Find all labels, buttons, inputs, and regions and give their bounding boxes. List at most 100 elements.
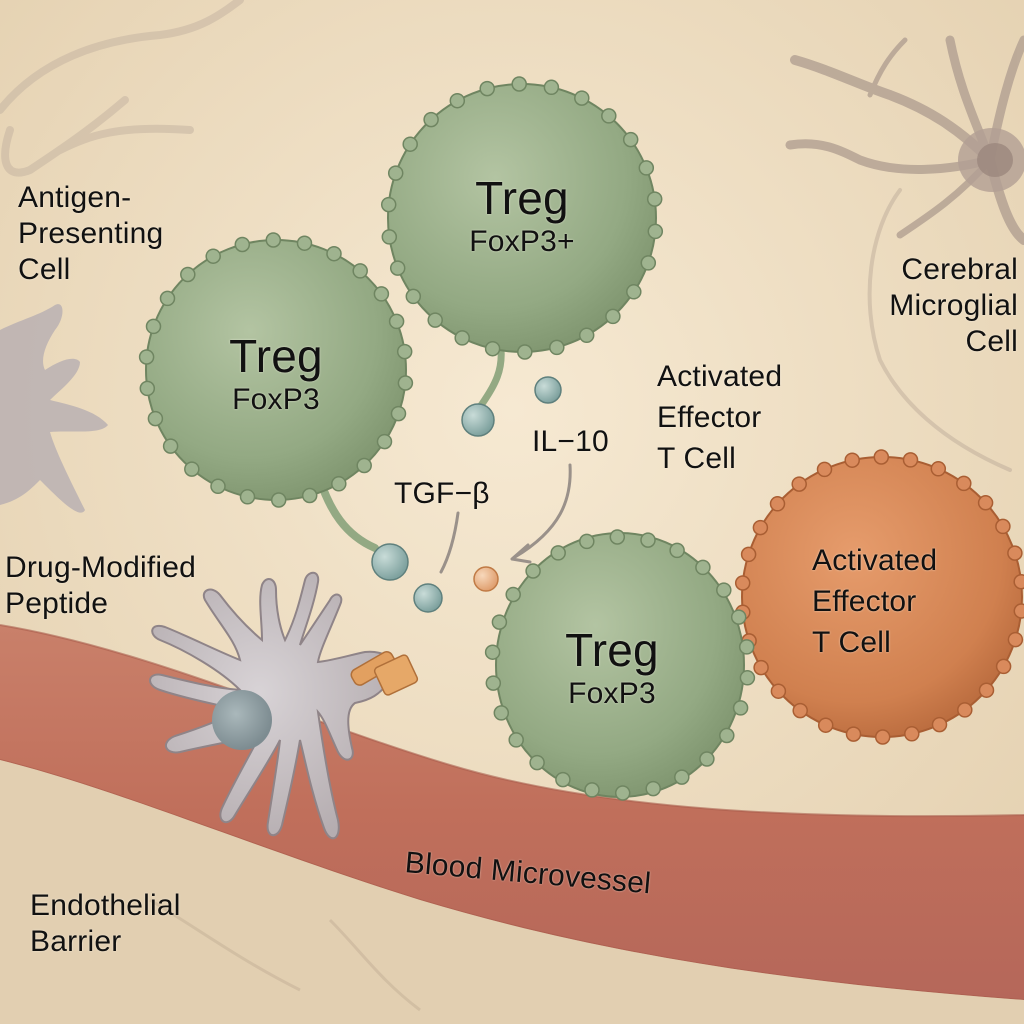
label-line: Microglial bbox=[889, 289, 1018, 322]
membrane-bump bbox=[389, 260, 406, 276]
background-dendrites bbox=[0, 0, 244, 177]
membrane-bump bbox=[549, 339, 565, 356]
endothelial-barrier bbox=[0, 760, 1024, 1024]
label-cerebral-microglial-cell: Cerebral Microglial Cell bbox=[889, 252, 1018, 360]
membrane-bump bbox=[874, 729, 891, 745]
label-treg-top: Treg FoxP3+ bbox=[422, 172, 622, 260]
membrane-bump bbox=[622, 131, 639, 148]
membrane-bump bbox=[605, 308, 621, 325]
cytokine-sphere bbox=[534, 376, 562, 404]
membrane-bump bbox=[493, 705, 510, 721]
label-effector-cell-body: Activated Effector T Cell bbox=[812, 540, 937, 663]
membrane-bump bbox=[390, 405, 407, 422]
label-line: Activated bbox=[812, 544, 938, 577]
treg-cell-top bbox=[380, 76, 664, 360]
treg-title: Treg bbox=[475, 172, 569, 224]
membrane-bump bbox=[210, 478, 226, 495]
membrane-bump bbox=[1007, 631, 1024, 648]
membrane-bump bbox=[609, 529, 626, 545]
membrane-bump bbox=[752, 519, 769, 536]
membrane-bump bbox=[396, 343, 413, 360]
membrane-bump bbox=[423, 111, 439, 128]
label-treg-left: Treg FoxP3 bbox=[176, 330, 376, 418]
treg-title: Treg bbox=[229, 330, 323, 382]
label-il10: IL−10 bbox=[532, 424, 609, 460]
membrane-bump bbox=[484, 644, 501, 660]
label-line: TGF−β bbox=[394, 477, 490, 510]
membrane-bump bbox=[550, 545, 566, 561]
label-endothelial-barrier: Endothelial Barrier bbox=[30, 888, 181, 960]
membrane-bump bbox=[740, 546, 757, 563]
membrane-bump bbox=[817, 717, 834, 733]
label-line: Cerebral bbox=[901, 253, 1018, 286]
membrane-bump bbox=[380, 196, 397, 213]
membrane-bump bbox=[234, 236, 251, 253]
drug-modified-peptide bbox=[350, 651, 419, 696]
membrane-bump bbox=[956, 475, 972, 492]
cytokine-sphere bbox=[461, 403, 495, 437]
label-antigen-presenting-cell: Antigen- Presenting Cell bbox=[18, 180, 163, 288]
label-line: Peptide bbox=[5, 587, 109, 620]
membrane-bump bbox=[525, 563, 541, 579]
treg-marker: FoxP3+ bbox=[469, 225, 575, 258]
membrane-bump bbox=[491, 614, 508, 630]
label-line: Antigen- bbox=[18, 181, 132, 214]
membrane-bump bbox=[402, 136, 418, 152]
membrane-bump bbox=[769, 496, 786, 512]
membrane-bump bbox=[640, 255, 657, 271]
label-line: Presenting bbox=[18, 217, 164, 250]
membrane-bump bbox=[508, 732, 524, 748]
membrane-bump bbox=[614, 785, 631, 801]
membrane-bump bbox=[388, 313, 405, 330]
label-activated-effector-t-cell: Activated Effector T Cell bbox=[657, 356, 782, 479]
membrane-bump bbox=[792, 702, 808, 719]
membrane-bump bbox=[816, 461, 833, 478]
membrane-bump bbox=[695, 559, 711, 576]
membrane-bump bbox=[902, 452, 919, 468]
membrane-bump bbox=[145, 318, 162, 335]
membrane-bump bbox=[387, 165, 404, 181]
membrane-bump bbox=[579, 533, 595, 550]
membrane-bump bbox=[730, 609, 747, 625]
activated-effector-t-cell bbox=[734, 449, 1024, 745]
antigen-presenting-cell bbox=[0, 304, 108, 513]
membrane-bump bbox=[957, 702, 973, 718]
il10-arrow bbox=[513, 463, 572, 559]
label-line: Effector bbox=[812, 585, 917, 618]
label-treg-bottom: Treg FoxP3 bbox=[512, 624, 712, 712]
membrane-bump bbox=[449, 92, 466, 109]
membrane-bump bbox=[184, 461, 200, 477]
membrane-bump bbox=[373, 286, 390, 302]
membrane-bump bbox=[376, 433, 393, 450]
membrane-bump bbox=[770, 683, 787, 699]
membrane-bump bbox=[738, 639, 755, 655]
membrane-bump bbox=[601, 108, 617, 124]
membrane-bump bbox=[454, 330, 470, 346]
membrane-bump bbox=[626, 284, 642, 300]
cytokine-sphere bbox=[413, 583, 443, 613]
membrane-bump bbox=[397, 375, 414, 391]
membrane-bump bbox=[753, 659, 769, 676]
il10-arrowhead-icon bbox=[510, 543, 532, 564]
membrane-bump bbox=[873, 449, 890, 465]
vessel-edge-top bbox=[0, 624, 1024, 818]
membrane-bump bbox=[645, 780, 661, 797]
membrane-bump bbox=[578, 327, 595, 344]
membrane-bump bbox=[638, 160, 655, 176]
membrane-bump bbox=[584, 782, 600, 798]
membrane-bump bbox=[1007, 545, 1023, 561]
membrane-bump bbox=[239, 489, 256, 505]
membrane-bump bbox=[640, 532, 656, 548]
membrane-bump bbox=[978, 682, 995, 698]
membrane-bump bbox=[716, 582, 732, 598]
membrane-bump bbox=[296, 235, 313, 251]
membrane-bump bbox=[511, 76, 527, 92]
label-line: Cell bbox=[965, 325, 1018, 358]
label-tgf-beta: TGF−β bbox=[394, 476, 490, 512]
membrane-bump bbox=[138, 349, 155, 365]
tgf-beta-pointer bbox=[439, 511, 460, 574]
label-line: IL−10 bbox=[532, 425, 609, 458]
membrane-bump bbox=[734, 575, 751, 591]
endothelial-veins bbox=[149, 898, 421, 1012]
membrane-bump bbox=[352, 263, 368, 279]
